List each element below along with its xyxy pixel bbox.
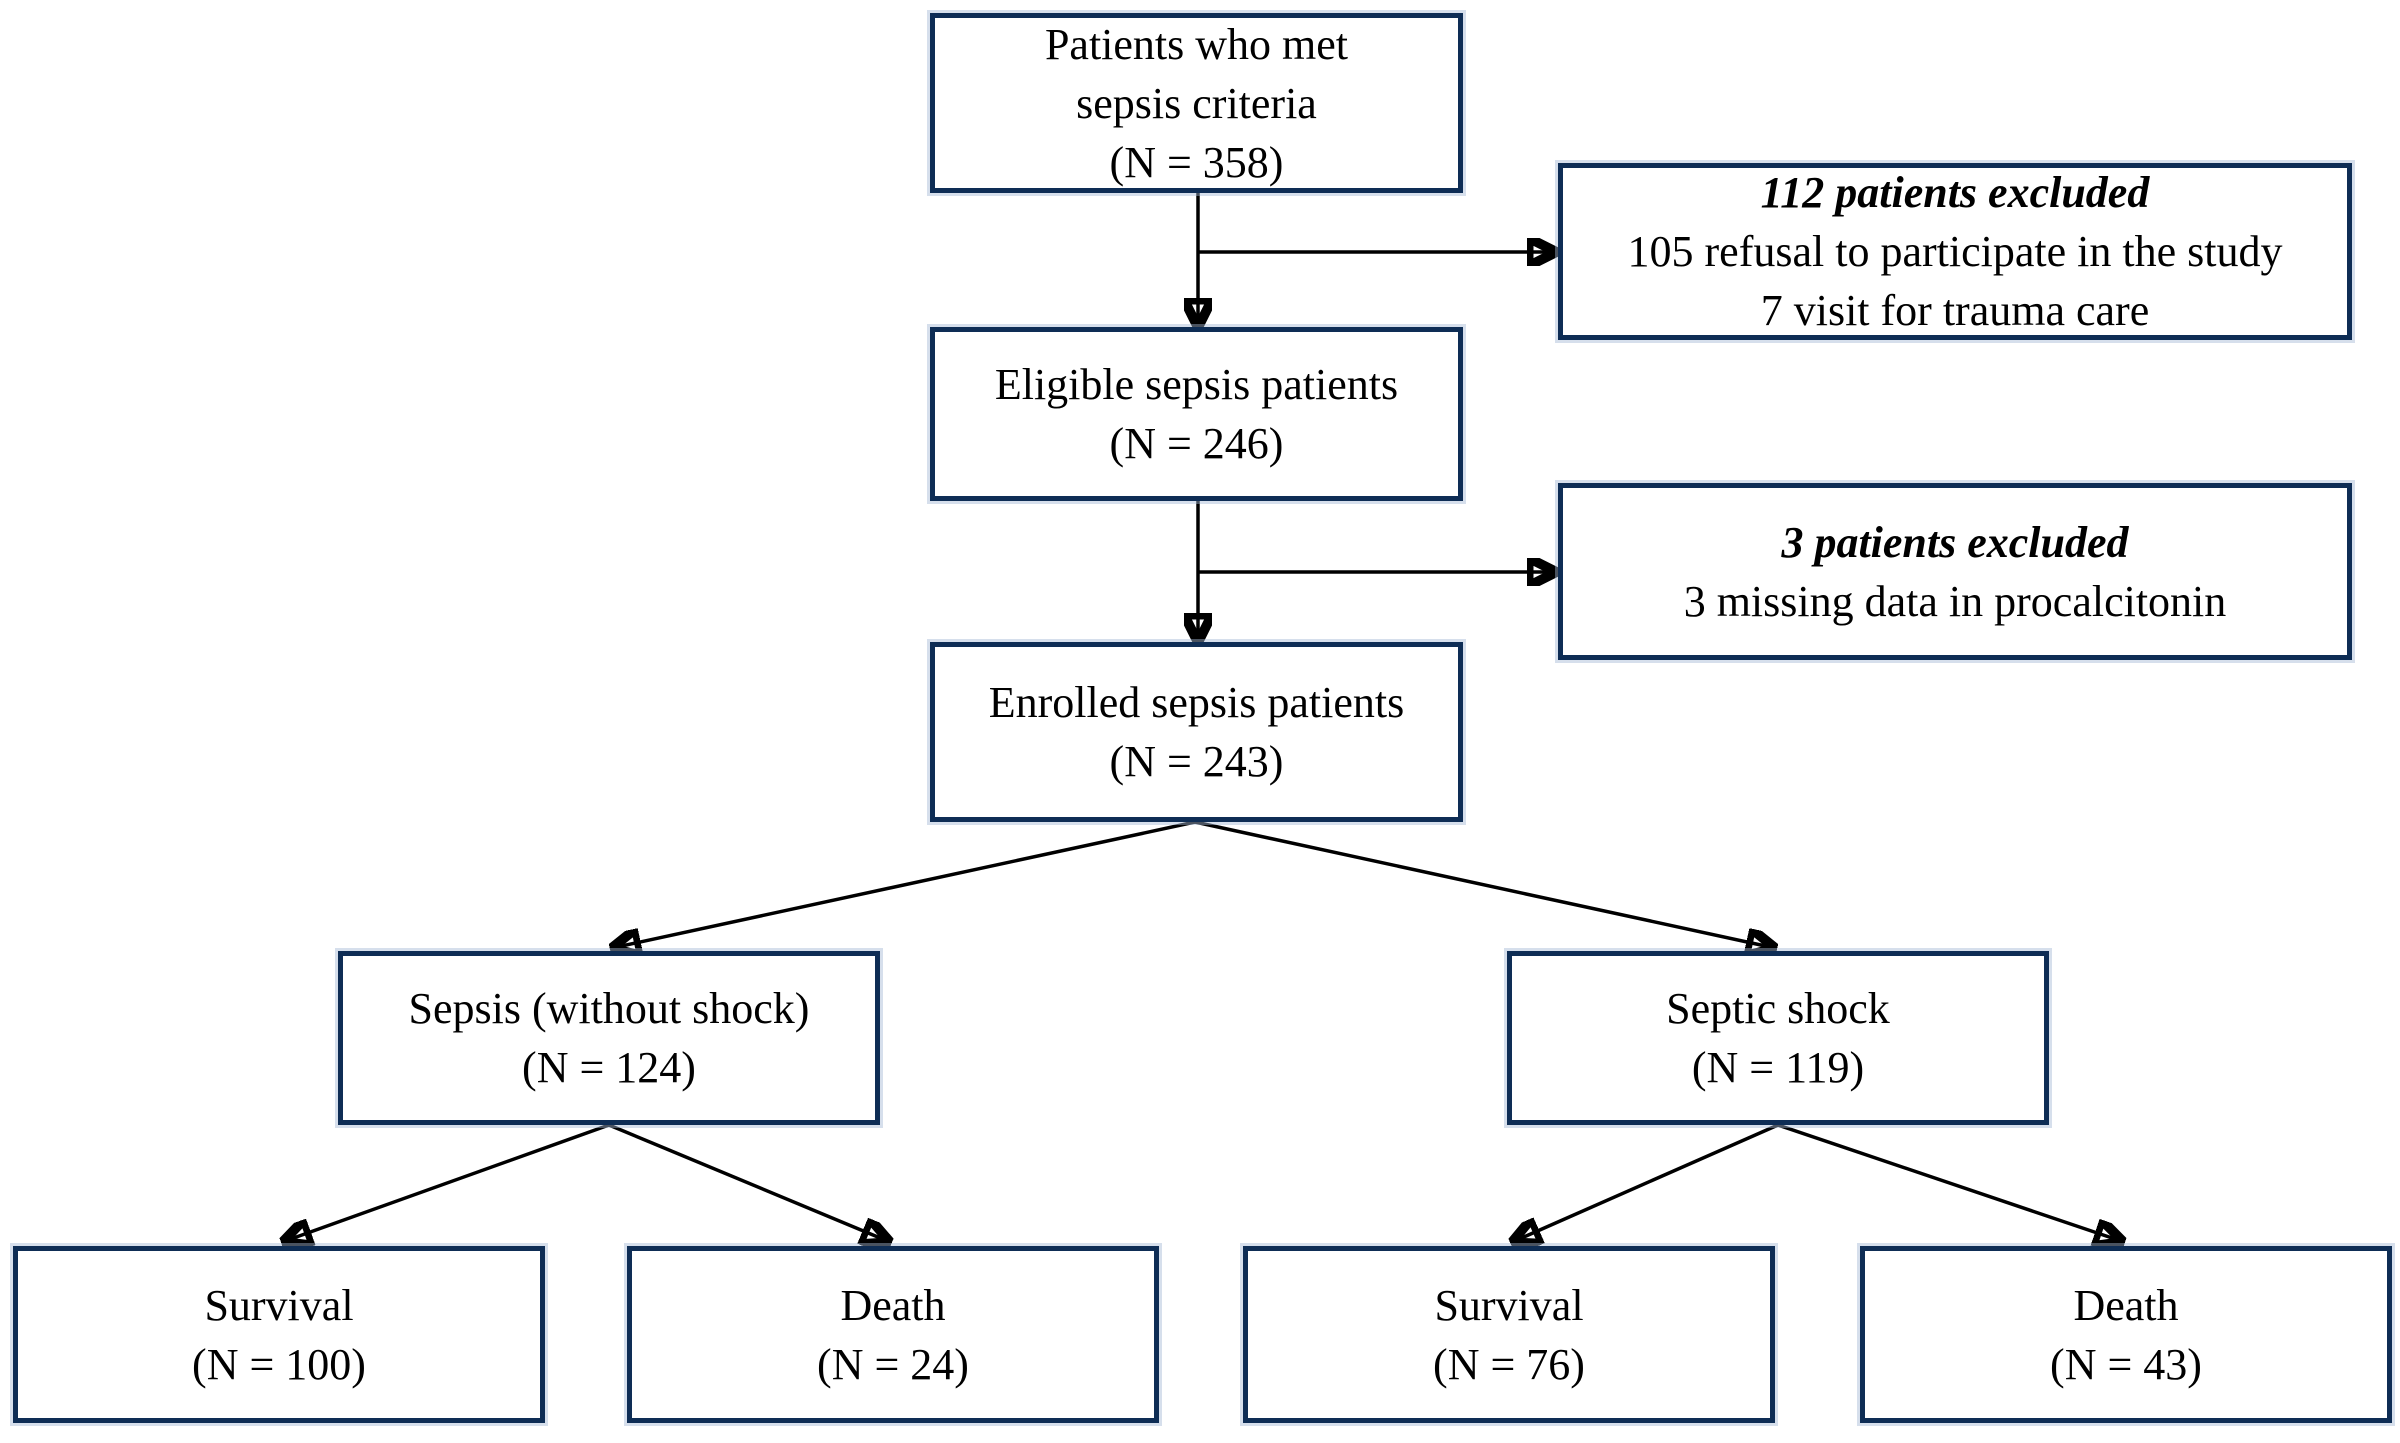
sepsis-line-1: Sepsis (without shock)	[408, 984, 810, 1033]
excluded-3-title: 3 patients excluded	[1781, 517, 2129, 567]
enrolled-count: (N = 243)	[1109, 737, 1284, 786]
eligible-line-1: Eligible sepsis patients	[994, 360, 1399, 409]
sepsis-count: (N = 124)	[522, 1043, 696, 1092]
sepsis-death-count: (N = 24)	[817, 1339, 969, 1389]
arrow-enrolled-to-sepsis	[617, 820, 1196, 947]
box-enrolled-patients: Enrolled sepsis patients (N = 243)	[930, 642, 1463, 822]
box-septic-shock: Septic shock (N = 119)	[1507, 951, 2049, 1125]
sepsis-death-label: Death	[840, 1280, 946, 1330]
enrolled-line-1: Enrolled sepsis patients	[988, 678, 1405, 727]
box-sepsis-survival: Survival (N = 100)	[13, 1246, 545, 1423]
shock-death-count: (N = 43)	[2050, 1339, 2202, 1389]
box-sepsis-death: Death (N = 24)	[627, 1246, 1159, 1423]
shock-survival-count: (N = 76)	[1433, 1339, 1585, 1389]
box-eligible-patients: Eligible sepsis patients (N = 246)	[930, 327, 1463, 501]
sepsis-survival-label: Survival	[204, 1280, 354, 1330]
excluded-3-reason-1: 3 missing data in procalcitonin	[1683, 576, 2227, 626]
arrow-enrolled-to-septic-shock	[1194, 820, 1770, 947]
septic-shock-line-1: Septic shock	[1666, 984, 1890, 1033]
patients-met-line-1: Patients who met	[1044, 19, 1349, 69]
eligible-count: (N = 246)	[1109, 419, 1284, 468]
arrow-shock-to-death	[1777, 1123, 2118, 1240]
box-sepsis-without-shock: Sepsis (without shock) (N = 124)	[338, 951, 880, 1125]
excluded-112-reason-1: 105 refusal to participate in the study	[1627, 227, 2283, 276]
box-patients-met-criteria: Patients who met sepsis criteria (N = 35…	[930, 13, 1463, 193]
excluded-112-reason-2: 7 visit for trauma care	[1760, 286, 2150, 335]
box-excluded-112: 112 patients excluded 105 refusal to par…	[1558, 163, 2352, 340]
sepsis-survival-count: (N = 100)	[192, 1339, 366, 1389]
shock-death-label: Death	[2073, 1280, 2179, 1330]
arrow-shock-to-survival	[1517, 1123, 1779, 1240]
patients-met-count: (N = 358)	[1109, 137, 1284, 187]
excluded-112-title: 112 patients excluded	[1760, 168, 2150, 217]
arrow-sepsis-to-survival	[288, 1123, 610, 1240]
box-shock-death: Death (N = 43)	[1860, 1246, 2392, 1423]
patients-met-line-2: sepsis criteria	[1076, 78, 1317, 128]
box-shock-survival: Survival (N = 76)	[1243, 1246, 1775, 1423]
septic-shock-count: (N = 119)	[1691, 1043, 1865, 1092]
shock-survival-label: Survival	[1434, 1280, 1584, 1330]
box-excluded-3: 3 patients excluded 3 missing data in pr…	[1558, 483, 2352, 660]
arrow-sepsis-to-death	[608, 1123, 885, 1240]
